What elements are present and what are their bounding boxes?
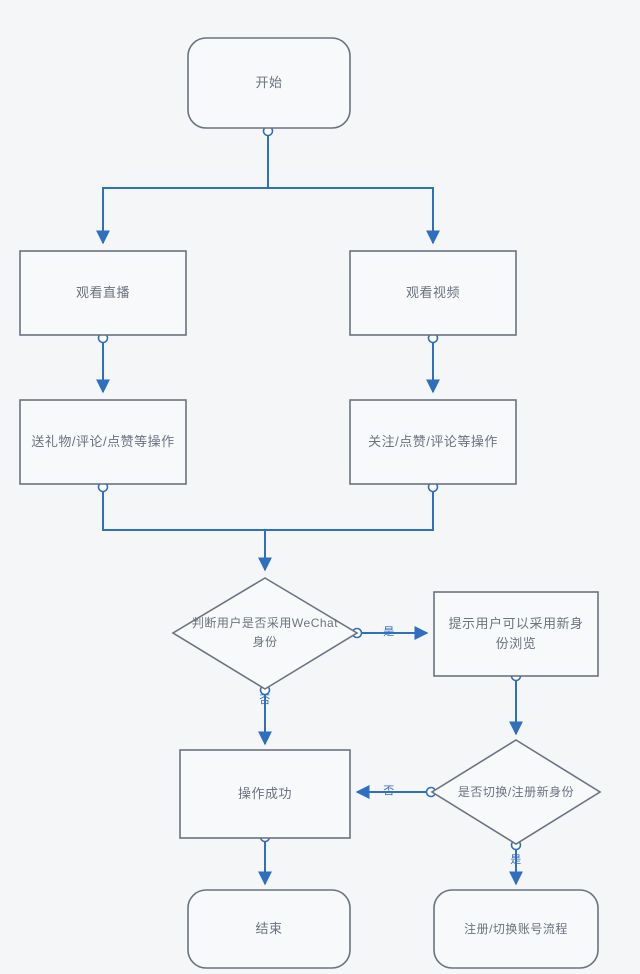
edge-video-ops-to-check-id[interactable] [265,488,434,531]
node-watch-live[interactable] [19,250,187,336]
edge-label-no-switch-to-success: 否 [383,785,395,797]
edge-start-to-watch-video[interactable] [267,132,440,245]
node-register-switch-flow[interactable] [433,889,599,969]
node-start[interactable] [187,37,351,129]
node-decision-switch-identity[interactable] [430,739,602,845]
node-watch-video[interactable] [349,250,517,336]
edge-start-to-watch-live[interactable] [96,132,269,245]
node-tip-new-identity[interactable] [433,591,599,677]
edge-label-yes-to-tip: 是 [383,626,395,638]
node-decision-wechat-identity[interactable] [171,577,359,690]
node-video-operations[interactable] [349,399,517,485]
edge-label-no-to-success: 否 [259,694,271,706]
node-operation-success[interactable] [179,749,351,839]
node-end[interactable] [187,889,351,969]
edge-live-ops-to-check-id[interactable] [102,488,272,572]
edge-label-yes-to-register: 是 [510,854,522,866]
node-live-operations[interactable] [19,399,187,485]
